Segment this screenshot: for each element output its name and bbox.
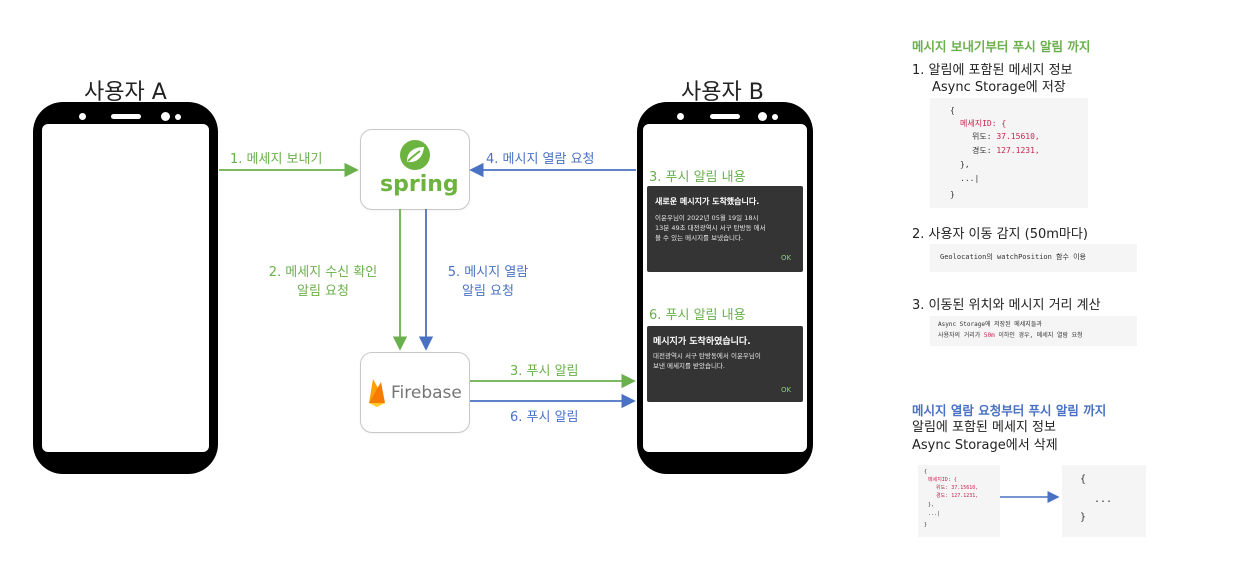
step-5-line: 5. 메시지 열람 — [447, 265, 529, 280]
firebase-logo-text: Firebase — [391, 383, 462, 403]
sensor-icon — [772, 114, 778, 120]
item-4-line-1: 알림에 포함된 메세지 정보 — [912, 420, 1056, 435]
phone-a-screen — [42, 124, 209, 452]
notification-1-label: 3. 푸시 알림 내용 — [649, 170, 746, 185]
notification-1-body-line: 볼 수 있는 메시지를 보냈습니다. — [655, 234, 744, 242]
user-b-label: 사용자 B — [681, 80, 764, 105]
notification-2-body-line: 보낸 메세지를 받았습니다. — [653, 362, 725, 370]
code-line: } — [1080, 512, 1087, 523]
code-line: 메세지ID: { — [960, 117, 1006, 130]
code-line: 경도: 127.1231, — [972, 144, 1040, 157]
sensor-icon — [161, 112, 170, 121]
code-key: 메세지ID: { — [928, 477, 957, 483]
front-camera-icon — [677, 113, 684, 120]
code-line: } — [950, 190, 955, 199]
item-1-line-2: Async Storage에 저장 — [932, 80, 1066, 95]
speaker-icon — [111, 114, 141, 119]
code-line: 사용자의 거리가 50m 이하인 경우, 메세지 열람 요청 — [938, 330, 1083, 341]
code-line: ...| — [928, 511, 941, 517]
step-6-label: 6. 푸시 알림 — [510, 410, 579, 425]
code-line: 위도: 37.15610, — [972, 130, 1040, 143]
step-5-label: 5. 메시지 열람 알림 요청 — [428, 263, 548, 301]
firebase-flame-icon — [369, 379, 385, 407]
notification-1-body-line: 이윤우님이 2022년 05월 19일 18시 — [655, 214, 759, 222]
code-line: { — [1080, 474, 1087, 485]
step-2-line: 알림 요청 — [297, 284, 349, 299]
user-a-label: 사용자 A — [84, 80, 167, 105]
step-1-label: 1. 메세지 보내기 — [230, 152, 323, 167]
code-label: 위도: — [972, 132, 997, 141]
item-3: 3. 이동된 위치와 메시지 거리 계산 — [912, 298, 1101, 313]
notification-1-ok-button[interactable]: OK — [781, 254, 792, 262]
spring-server-node: spring — [360, 129, 470, 210]
step-4-label: 4. 메시지 열람 요청 — [486, 152, 595, 167]
code-value: 50m — [983, 332, 995, 339]
notification-2-body-line: 대전광역시 서구 탄방동에서 이윤우님이 — [653, 352, 761, 360]
code-text: 사용자의 거리가 — [938, 332, 984, 339]
phone-a — [33, 102, 218, 474]
item-4-line-2: Async Storage에서 삭제 — [912, 438, 1058, 453]
notification-2-title: 메시지가 도착하였습니다. — [653, 337, 751, 347]
notification-1-title: 새로운 메시지가 도착했습니다. — [655, 197, 760, 206]
code-line: }, — [960, 160, 970, 169]
item-2: 2. 사용자 이동 감지 (50m마다) — [912, 227, 1088, 242]
code-text: 이하인 경우, 메세지 열람 요청 — [994, 332, 1083, 339]
front-camera-icon — [79, 113, 86, 120]
code-line: }, — [928, 502, 935, 508]
code-block-geolocation: Geolocation의 watchPosition 함수 이용 — [930, 244, 1137, 272]
item-1-line-1: 1. 알림에 포함된 메세지 정보 — [912, 63, 1073, 78]
code-line: } — [924, 522, 928, 528]
phone-b-screen: 3. 푸시 알림 내용 새로운 메시지가 도착했습니다. 이윤우님이 2022년… — [643, 124, 807, 452]
spring-logo-text: spring — [380, 172, 459, 197]
step-2-label: 2. 메세지 수신 확인 알림 요청 — [248, 263, 398, 301]
code-line: 메세지ID: { — [928, 476, 957, 484]
code-line: { — [950, 106, 955, 115]
firebase-node: Firebase — [360, 352, 470, 433]
code-line: Geolocation의 watchPosition 함수 이용 — [940, 253, 1086, 261]
code-line: ...| — [960, 174, 980, 183]
step-3-label: 3. 푸시 알림 — [510, 364, 579, 379]
code-line: 경도: 127.1231, — [936, 493, 979, 499]
notification-1-body-line: 13분 49초 대전광역시 서구 탄방동 에서 — [655, 224, 766, 232]
code-block-before-delete: { 메세지ID: { 위도: 37.15610, 경도: 127.1231, }… — [918, 465, 1000, 537]
push-notification-1: 새로운 메시지가 도착했습니다. 이윤우님이 2022년 05월 19일 18시… — [647, 186, 803, 272]
code-label: 경도: — [972, 146, 997, 155]
code-line: { — [924, 469, 928, 475]
code-block-distance: Async Storage에 저장된 메세지들과 사용자의 거리가 50m 이하… — [930, 316, 1137, 346]
code-key: 메세지ID: { — [960, 119, 1007, 128]
spring-leaf-icon — [400, 140, 430, 170]
code-value: 37.15610, — [996, 132, 1040, 141]
section-1-title: 메시지 보내기부터 푸시 알림 까지 — [912, 39, 1091, 54]
sensor-icon — [758, 112, 767, 121]
code-line: 위도: 37.15610, — [936, 485, 979, 491]
code-line: Async Storage에 저장된 메세지들과 — [938, 321, 1042, 328]
code-block-storage: { 메세지ID: { 위도: 37.15610, 경도: 127.1231, }… — [930, 98, 1088, 208]
step-2-line: 2. 메세지 수신 확인 — [268, 265, 378, 280]
section-2-title: 메시지 열람 요청부터 푸시 알림 까지 — [912, 403, 1107, 418]
phone-b: 3. 푸시 알림 내용 새로운 메시지가 도착했습니다. 이윤우님이 2022년… — [637, 102, 813, 474]
sensor-icon — [175, 114, 181, 120]
code-line: ... — [1094, 494, 1113, 505]
step-5-line: 알림 요청 — [462, 284, 514, 299]
notification-2-ok-button[interactable]: OK — [781, 386, 792, 394]
code-block-after-delete: { ... } — [1062, 465, 1146, 537]
notification-2-label: 6. 푸시 알림 내용 — [649, 308, 746, 323]
code-value: 127.1231, — [996, 146, 1040, 155]
push-notification-2: 메시지가 도착하였습니다. 대전광역시 서구 탄방동에서 이윤우님이 보낸 메세… — [647, 326, 803, 402]
speaker-icon — [710, 114, 740, 119]
